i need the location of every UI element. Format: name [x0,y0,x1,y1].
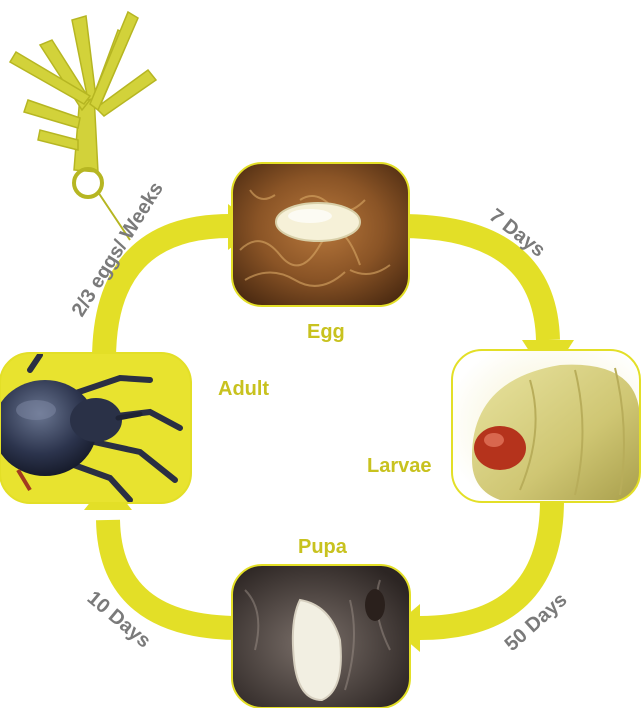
pupa-photo [232,565,410,708]
arrow-larvae-to-pupa [420,500,552,628]
weevil-photo [0,353,191,503]
egg-photo [232,163,409,306]
stage-label-egg: Egg [307,321,345,343]
larvae-photo [452,350,640,502]
stage-label-larvae: Larvae [367,455,432,477]
stage-label-pupa: Pupa [298,536,348,558]
palm-plant-icon [10,12,156,172]
stage-label-adult: Adult [218,378,269,400]
